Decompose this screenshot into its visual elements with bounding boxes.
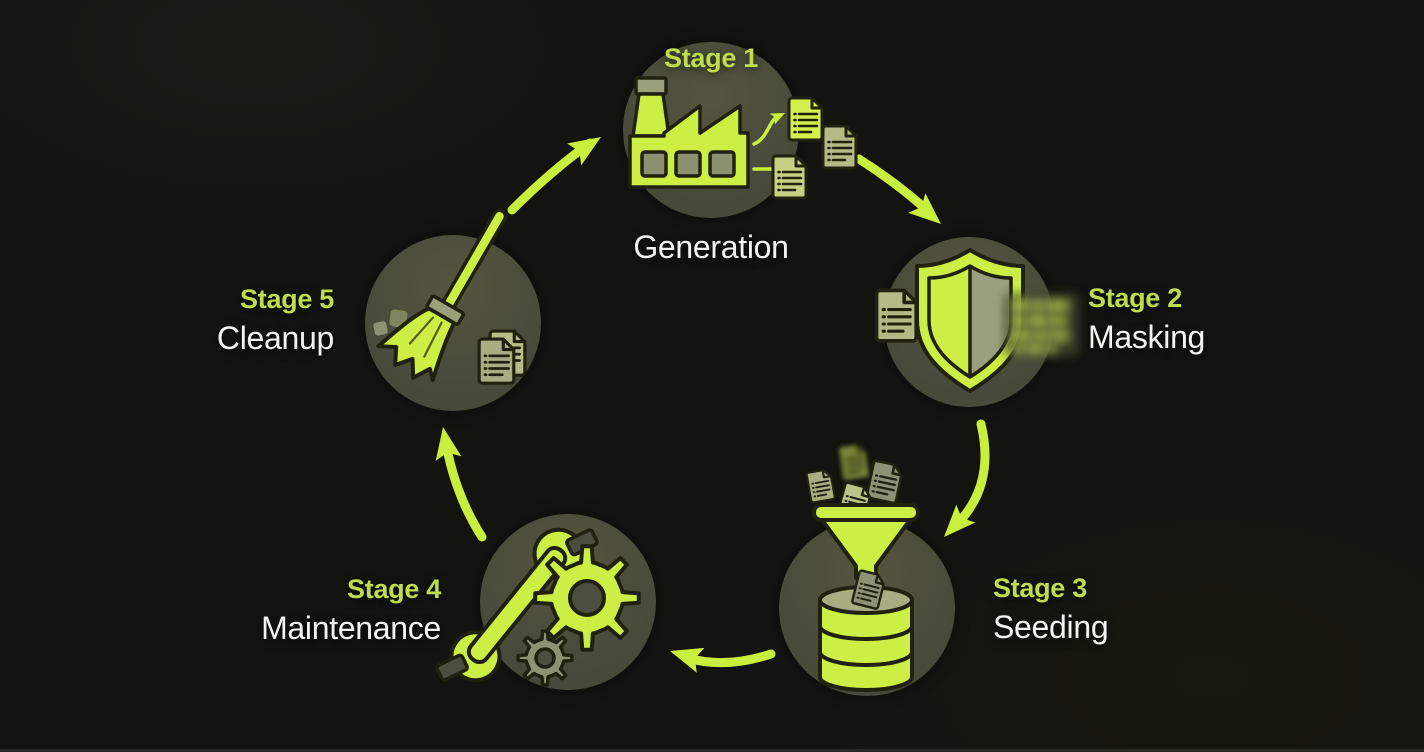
arrowhead-5-1 (567, 137, 601, 166)
arrow-stage3-to-stage4 (683, 649, 776, 668)
chimney (631, 92, 671, 138)
stage-1-label: Stage 1 (664, 43, 758, 73)
stage-5-node: Stage 5 Cleanup (217, 208, 541, 411)
broom-documents-icon (373, 208, 527, 385)
generated-document-icon (821, 124, 858, 170)
stage-2-node: Stage 2 Masking (874, 237, 1205, 407)
funnel-database-icon (805, 442, 920, 692)
stage-2-label: Stage 2 (1088, 283, 1182, 313)
large-gear-icon (533, 544, 641, 652)
factory-icon (628, 76, 750, 189)
stage-1-name: Generation (633, 229, 789, 265)
stage-5-label: Stage 5 (240, 284, 334, 314)
broom-icon (376, 208, 508, 382)
stage-3-label: Stage 3 (993, 573, 1087, 603)
arrowhead-4-5 (435, 427, 462, 461)
stage-1-node: Stage 1 Generation (623, 42, 858, 264)
collected-documents (477, 329, 527, 385)
stage-5-name: Cleanup (216, 320, 334, 356)
floor-edge (0, 749, 1424, 752)
shield-document-icon (874, 248, 1079, 393)
factory-windows (640, 150, 736, 178)
small-gear-icon (516, 629, 574, 687)
factory-documents-icon (628, 76, 858, 200)
masked-data-card (1005, 294, 1079, 356)
stage-4-label: Stage 4 (347, 574, 441, 604)
wrench-gears-icon (435, 527, 641, 687)
stage-3-node: Stage 3 Seeding (779, 442, 1109, 696)
arrow-stage1-to-stage2 (854, 154, 934, 217)
generated-document-icon (771, 154, 808, 200)
arrowheads (435, 137, 976, 673)
shield-icon (915, 248, 1025, 393)
source-document-icon (874, 288, 919, 343)
stage-4-node: Stage 4 Maintenance (261, 514, 656, 690)
arrow-stage2-to-stage3 (955, 419, 990, 526)
stage-3-name: Seeding (993, 609, 1109, 645)
arrowhead-1-2 (908, 193, 941, 224)
generated-document-icon (787, 96, 824, 142)
arrowhead-3-4 (670, 647, 705, 673)
arrow-stage4-to-stage5 (442, 444, 487, 542)
stage-4-name: Maintenance (261, 610, 441, 646)
wrench-icon (435, 527, 599, 683)
chimney-cap (634, 76, 668, 96)
stage-2-name: Masking (1088, 319, 1206, 355)
arrowhead-2-3 (944, 504, 976, 537)
